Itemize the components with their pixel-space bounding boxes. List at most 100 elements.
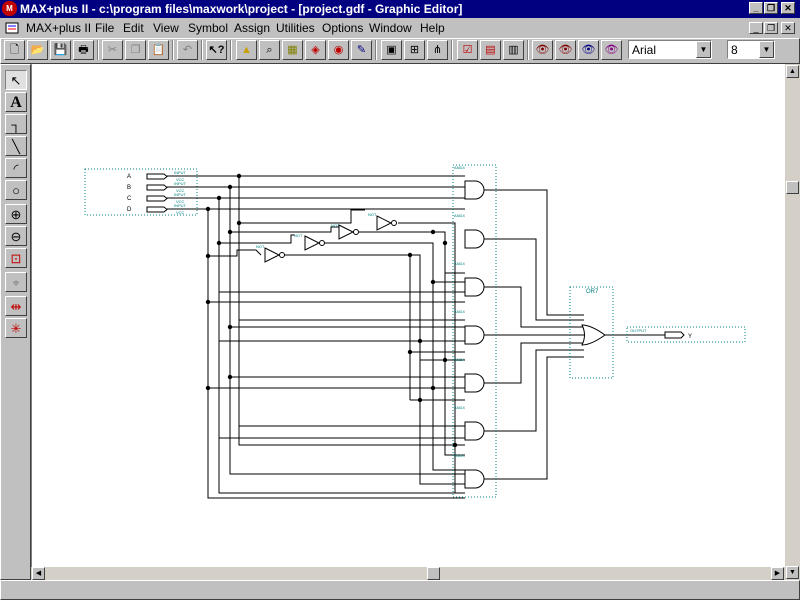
snap-grid-icon[interactable]: ⌖ [5, 272, 27, 292]
output-pin-name: Y [688, 334, 692, 340]
floorplan-icon[interactable]: ▣ [381, 40, 402, 60]
vertical-scrollbar[interactable]: ▲ ▼ [785, 64, 800, 580]
scroll-up-icon[interactable]: ▲ [786, 65, 799, 78]
menu-symbol[interactable]: Symbol [188, 21, 229, 35]
symbol-icon[interactable]: ⊞ [404, 40, 425, 60]
zoom-in-icon[interactable]: ⊕ [5, 204, 27, 224]
chevron-down-icon[interactable]: ▼ [696, 41, 711, 58]
toolbar-separator [172, 40, 174, 60]
gate-label: AND4 [454, 357, 465, 362]
save-icon[interactable]: 💾 [50, 40, 71, 60]
hierarchy-up-icon[interactable]: ▲ [236, 40, 257, 60]
circle-tool-icon[interactable]: ○ [5, 180, 27, 200]
project-compile-icon[interactable]: ▥ [503, 40, 524, 60]
gate-label: AND4 [454, 213, 465, 218]
document-icon[interactable] [4, 20, 22, 36]
eye-a-icon[interactable]: 👁 [532, 40, 553, 60]
and-gates-boundary [452, 164, 497, 498]
schematic-drawing[interactable]: A INPUT VCC B INPUT VCC C INPUT VCC D IN… [32, 64, 786, 567]
and-gate[interactable]: AND4 [454, 261, 485, 297]
not-gate[interactable]: NOT [368, 212, 397, 231]
programmer-icon[interactable]: ✎ [351, 40, 372, 60]
not-gate[interactable]: NOT [331, 223, 359, 240]
copy-icon[interactable]: ❐ [125, 40, 146, 60]
menu-bar: MAX+plus II File Edit View Symbol Assign… [0, 19, 800, 38]
include-icon[interactable]: ⋔ [427, 40, 448, 60]
menu-options[interactable]: Options [322, 21, 364, 35]
paste-icon[interactable]: 📋 [148, 40, 169, 60]
horizontal-scrollbar[interactable]: ◀ ▶ [31, 567, 785, 580]
font-select[interactable]: Arial ▼ [628, 40, 712, 59]
arc-tool-icon[interactable]: ◜ [5, 158, 27, 178]
eye-lines-icon[interactable]: 👁 [601, 40, 622, 60]
fit-window-icon[interactable]: ⊡ [5, 248, 27, 268]
doc-restore-button[interactable]: ❐ [764, 22, 778, 34]
doc-minimize-button[interactable]: _ [749, 22, 763, 34]
help-pointer-icon[interactable]: ↖? [206, 40, 227, 60]
cut-icon[interactable]: ✂ [102, 40, 123, 60]
scroll-left-icon[interactable]: ◀ [32, 567, 45, 580]
rubberband-off-icon[interactable]: ✳ [5, 318, 27, 338]
or-gate[interactable]: OR7 [569, 286, 614, 379]
chevron-down-icon[interactable]: ▼ [759, 41, 774, 58]
orthogonal-line-icon[interactable]: ┐ [5, 114, 27, 134]
scroll-right-icon[interactable]: ▶ [771, 567, 784, 580]
print-icon[interactable]: 🖶 [73, 40, 94, 60]
close-button[interactable]: ✕ [781, 2, 795, 14]
output-pin-y[interactable]: OUTPUT Y [626, 326, 746, 343]
menu-window[interactable]: Window [369, 21, 412, 35]
project-check-icon[interactable]: ▤ [480, 40, 501, 60]
eye-ba-icon[interactable]: 👁 [555, 40, 576, 60]
menu-assign[interactable]: Assign [234, 21, 271, 35]
undo-icon[interactable]: ↶ [177, 40, 198, 60]
input-pin-c[interactable]: C INPUT VCC [127, 192, 187, 204]
menu-edit[interactable]: Edit [123, 21, 144, 35]
not-gate[interactable]: NOT [294, 233, 325, 251]
wires [167, 175, 665, 499]
project-save-icon[interactable]: ☑ [457, 40, 478, 60]
input-pin-a[interactable]: A INPUT VCC [84, 168, 198, 216]
output-tag: OUTPUT [630, 328, 647, 333]
timing-icon[interactable]: ◉ [328, 40, 349, 60]
minimize-button[interactable]: _ [749, 2, 763, 14]
and-gate[interactable]: AND4 [454, 165, 485, 200]
scroll-down-icon[interactable]: ▼ [786, 566, 799, 579]
and-gate[interactable]: AND4 [454, 357, 485, 393]
new-icon[interactable]: 🗋 [4, 40, 25, 60]
input-pin-b[interactable]: B INPUT VCC [127, 181, 187, 193]
not-gate[interactable]: NOT [256, 244, 285, 263]
menu-view[interactable]: View [153, 21, 179, 35]
maximize-button[interactable]: ❐ [764, 2, 778, 14]
menu-utilities[interactable]: Utilities [276, 21, 315, 35]
vcc-label: VCC [176, 177, 185, 182]
input-pin-d[interactable]: D INPUT VCC [127, 203, 187, 215]
zoom-out-icon[interactable]: ⊖ [5, 226, 27, 246]
doc-close-button[interactable]: ✕ [781, 22, 795, 34]
compile-icon[interactable]: ▦ [282, 40, 303, 60]
open-icon[interactable]: 📂 [27, 40, 48, 60]
input-tag: INPUT [174, 170, 187, 175]
menu-app[interactable]: MAX+plus II [26, 21, 92, 35]
diagonal-line-icon[interactable]: ╲ [5, 136, 27, 156]
and-gate[interactable]: AND4 [454, 309, 485, 345]
rubberband-on-icon[interactable]: ⇹ [5, 296, 27, 316]
find-icon[interactable]: ⌕ [259, 40, 280, 60]
schematic-canvas[interactable]: A INPUT VCC B INPUT VCC C INPUT VCC D IN… [31, 64, 786, 567]
and-gate[interactable]: AND4 [454, 453, 485, 489]
select-arrow-icon[interactable]: ↖ [5, 70, 27, 90]
simulate-icon[interactable]: ◈ [305, 40, 326, 60]
and-gate[interactable]: AND4 [454, 213, 485, 249]
vertical-scroll-thumb[interactable] [786, 181, 799, 194]
and-gate[interactable]: AND4 [454, 405, 485, 441]
input-pin-name: B [127, 185, 131, 191]
max-plus-ii-logo-icon[interactable]: M [2, 1, 17, 16]
window-title: MAX+plus II - c:\program files\maxwork\p… [20, 2, 463, 16]
menu-help[interactable]: Help [420, 21, 445, 35]
eye-line-icon[interactable]: 👁 [578, 40, 599, 60]
text-tool-icon[interactable]: A [5, 92, 27, 112]
toolbar-separator [375, 40, 377, 60]
toolbar-separator [97, 40, 99, 60]
font-size-select[interactable]: 8 ▼ [727, 40, 775, 59]
horizontal-scroll-thumb[interactable] [427, 567, 440, 580]
menu-file[interactable]: File [95, 21, 115, 35]
